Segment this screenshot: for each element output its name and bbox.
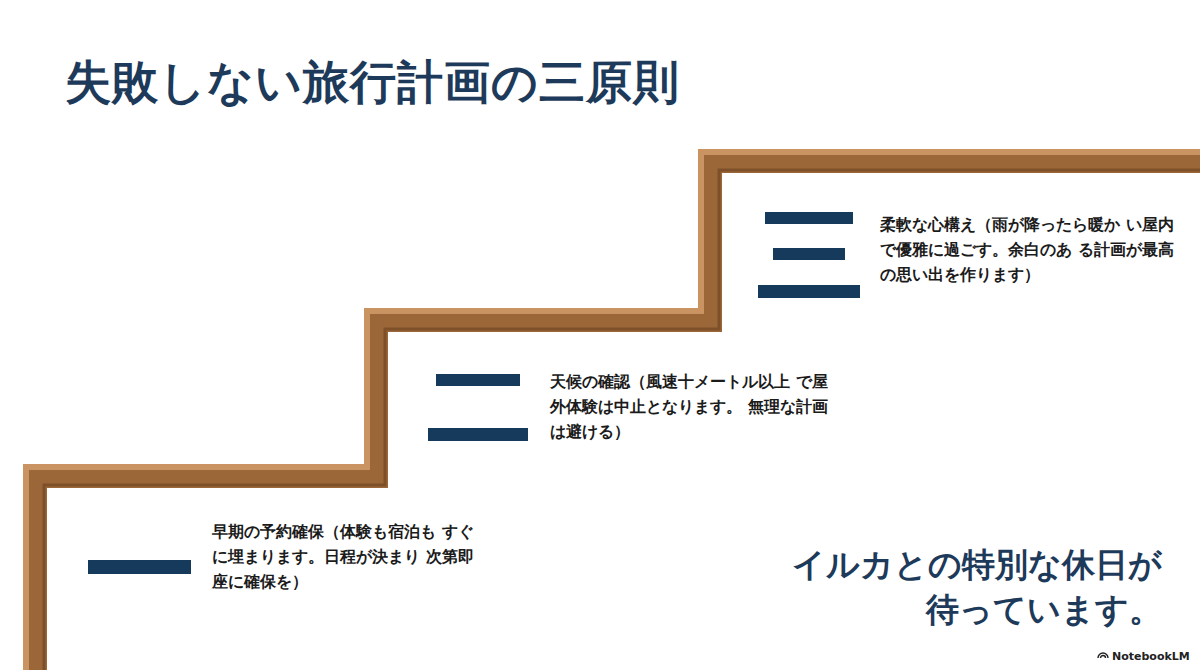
numeral-marks [88,212,860,574]
stair-shadow [44,170,1200,670]
numeral-three-bar [765,212,853,224]
watermark-icon [1098,653,1108,658]
stair-highlight [26,152,1200,670]
watermark-icon-arc [1098,653,1108,658]
step-text: 天候の確認（風速十メートル以上 で屋外体験は中止となります。 無理な計画は避ける… [550,370,838,444]
watermark: NotebookLM [1112,650,1190,663]
step-text: 柔軟な心構え（雨が降ったら暖か い屋内で優雅に過ごす。余白のあ る計画が最高の思… [880,213,1176,287]
numeral-three-bar [773,248,845,260]
numeral-one-bar [88,560,191,574]
closing-message: イルカとの特別な休日が 待っています。 [762,543,1162,632]
watermark-icon-arc [1101,656,1106,659]
numeral-two-bar [428,428,528,441]
step-text: 早期の予約確保（体験も宿泊も すぐに埋まります。日程が決まり 次第即座に確保を） [212,520,480,594]
numeral-two-bar [436,374,520,386]
numeral-three-bar [758,285,860,298]
slide-title: 失敗しない旅行計画の三原則 [65,52,680,114]
stair-beam [35,161,1200,670]
staircase [26,152,1200,670]
